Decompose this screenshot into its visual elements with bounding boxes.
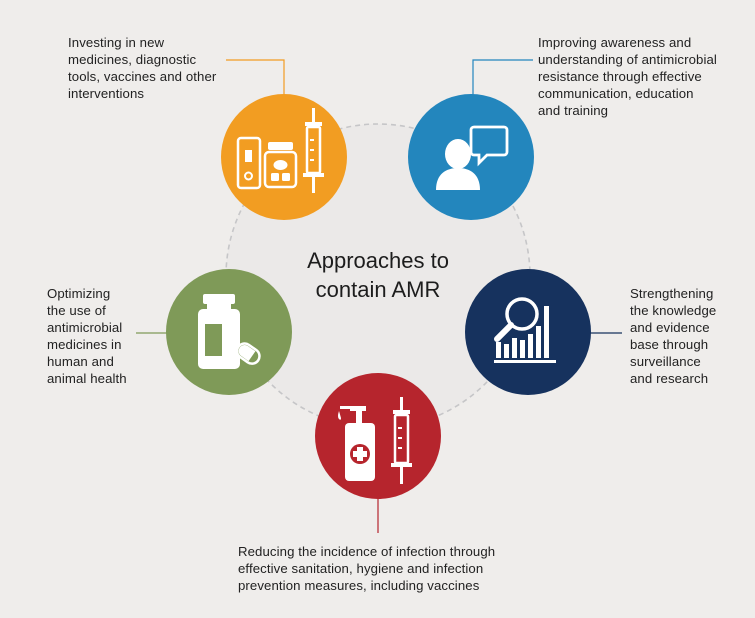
sanitizer-syringe-icon: [338, 397, 412, 484]
magnifier-bar-chart-icon: [494, 297, 556, 363]
label-optimize: Optimizing the use of antimicrobial medi…: [47, 286, 127, 386]
label-knowledge: Strengthening the knowledge and evidence…: [630, 286, 717, 386]
label-invest: Investing in new medicines, diagnostic t…: [68, 35, 217, 101]
medicine-bottle-capsule-icon: [198, 294, 261, 369]
person-speech-bubble-icon: [436, 125, 509, 190]
connector-awareness: [472, 59, 533, 97]
label-infection: Reducing the incidence of infection thro…: [238, 544, 496, 593]
approach-circle-awareness: [408, 94, 534, 220]
approach-circle-knowledge: [465, 269, 591, 395]
test-kit-pill-bottle-syringe-icon: [236, 108, 324, 193]
approach-circle-optimize: [166, 269, 292, 395]
approach-circle-invest: [221, 94, 347, 220]
connector-invest: [226, 59, 285, 97]
label-awareness: Improving awareness and understanding of…: [538, 35, 717, 118]
center-title: Approaches to contain AMR: [307, 248, 449, 302]
approach-circle-infection: [315, 373, 441, 499]
